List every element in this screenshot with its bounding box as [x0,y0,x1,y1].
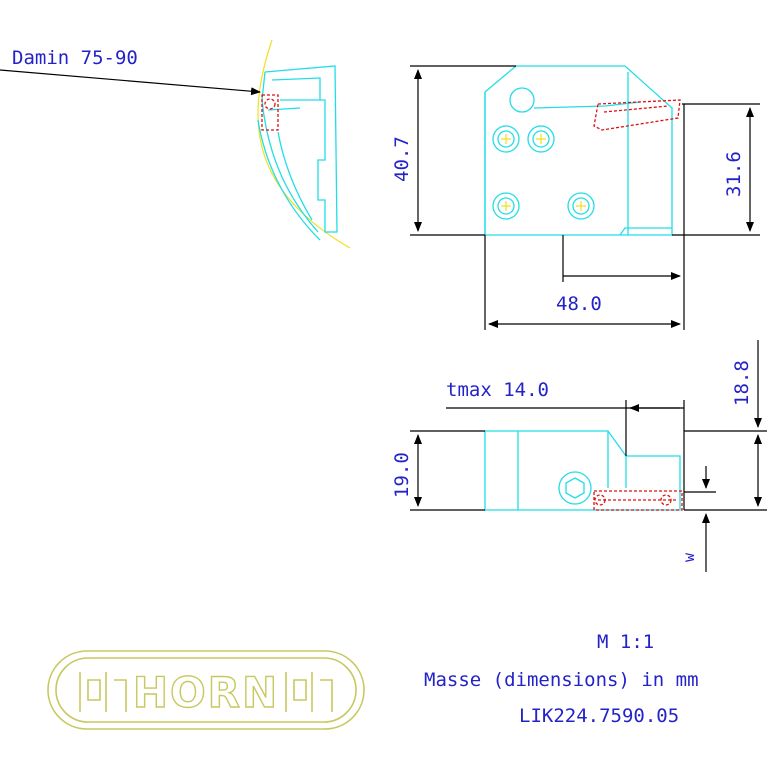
front-view [410,65,760,330]
dim-width: 48.0 [556,293,602,315]
dim-height-right-bottom: 18.8 [731,360,753,406]
top-view [410,340,767,572]
logo-brand-text: HORN [133,668,279,717]
dim-height-total: 40.7 [391,136,413,182]
dim-tmax: tmax 14.0 [446,379,549,401]
part-number: LIK224.7590.05 [519,705,679,727]
scale-note: M 1:1 [597,631,654,653]
dim-w: w [680,552,698,562]
horn-logo: HORN [47,650,365,730]
logo-emblem-left [79,672,127,712]
units-note: Masse (dimensions) in mm [424,669,699,691]
dim-height-right: 31.6 [723,151,745,197]
side-view-top [0,39,351,249]
diameter-label: Damin 75-90 [12,47,138,69]
logo-emblem-right [285,672,333,712]
dim-height-left-bottom: 19.0 [391,452,413,498]
